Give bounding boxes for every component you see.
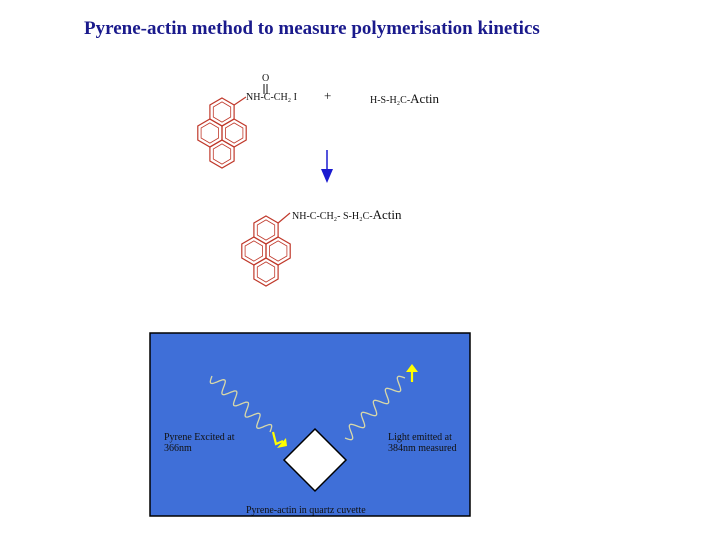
pyrene-linker-bond <box>277 212 291 224</box>
pyrene-linker-bond <box>233 96 247 106</box>
excitation-light-wave <box>209 375 273 433</box>
reaction-arrow <box>321 150 333 183</box>
pyrene-ring-c-inner <box>268 240 288 262</box>
plus-sign: + <box>324 88 332 103</box>
pyrene-ring-b-inner <box>200 122 220 144</box>
pyrene-ring-a-inner <box>212 101 232 123</box>
pyrene-ring-d-inner <box>212 143 232 165</box>
pyrene-ring-b-inner <box>244 240 264 262</box>
emission-label: Light emitted at 384nm measured <box>388 432 457 454</box>
emission-light-wave <box>344 375 406 441</box>
pyrene-ring-d <box>209 139 235 169</box>
excitation-arrow-icon <box>271 431 287 448</box>
emission-arrow-icon <box>406 364 418 382</box>
excitation-label: Pyrene Excited at 366nm <box>164 432 235 454</box>
pyrene-ring-a-inner <box>256 219 276 241</box>
pyrene-reagent-structure <box>197 96 247 169</box>
pyrene-ring-c-inner <box>224 122 244 144</box>
cuvette-label: Pyrene-actin in quartz cuvette <box>246 505 366 516</box>
quartz-cuvette <box>282 427 348 493</box>
pyrene-actin-product-label: NH-C-CH₂- S-H₂C-Actin <box>292 206 401 224</box>
product-actin-text: Actin <box>372 207 402 222</box>
fluorimeter-panel <box>149 332 471 517</box>
pyrene-ring-d <box>253 257 279 287</box>
carbonyl-oxygen-label: O <box>262 73 270 84</box>
pyrene-product-structure <box>241 212 291 287</box>
iodoacetamide-group-label: NH-C-CH₂ I <box>246 92 297 103</box>
thiol-group-text: H-S-H₂C- <box>370 95 411 106</box>
actin-thiol-label: H-S-H₂C-Actin <box>370 90 439 108</box>
diagram-title: Pyrene-actin method to measure polymeris… <box>84 18 540 39</box>
product-linker-text: NH-C-CH₂- S-H₂C- <box>292 211 373 222</box>
pyrene-ring-d-inner <box>256 261 276 283</box>
actin-name-text: Actin <box>410 91 440 106</box>
carbonyl-double-bond <box>263 84 268 94</box>
